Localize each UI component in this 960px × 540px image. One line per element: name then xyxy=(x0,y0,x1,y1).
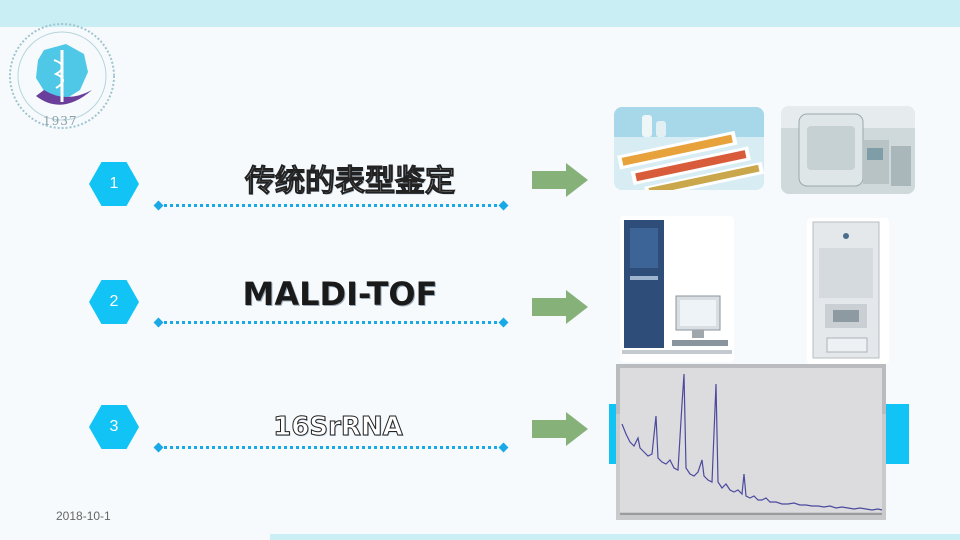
divider-end-dot xyxy=(153,442,164,453)
divider-end-dot xyxy=(498,317,509,328)
logo-year: 1937 xyxy=(43,114,78,128)
bottom-banner xyxy=(270,534,960,540)
dotted-divider xyxy=(159,321,503,324)
automated-analyzer-photo xyxy=(781,106,915,194)
right-arrow-icon xyxy=(532,290,588,324)
spectrum-plot-photo xyxy=(616,364,886,520)
top-banner xyxy=(0,0,960,27)
divider-end-dot xyxy=(498,442,509,453)
hospital-logo xyxy=(6,20,118,132)
step-label: 传统的表型鉴定 xyxy=(245,164,456,200)
slide-date: 2018-10-1 xyxy=(56,509,111,523)
right-arrow-icon xyxy=(532,163,588,197)
hospital-emblem-icon xyxy=(9,23,115,129)
maldi-instrument-photo xyxy=(807,218,889,364)
step-number-badge: 1 xyxy=(89,162,139,206)
divider-end-dot xyxy=(498,200,509,211)
step-label: MALDI-TOF xyxy=(242,275,438,313)
step-label: 16SrRNA xyxy=(273,412,404,443)
step-number-badge: 3 xyxy=(89,405,139,449)
divider-end-dot xyxy=(153,200,164,211)
dotted-divider xyxy=(159,446,503,449)
step-number-badge: 2 xyxy=(89,280,139,324)
mass-spectrometer-photo xyxy=(620,216,734,362)
right-arrow-icon xyxy=(532,412,588,446)
test-strip-tray-photo xyxy=(614,107,764,190)
dotted-divider xyxy=(159,204,503,207)
divider-end-dot xyxy=(153,317,164,328)
